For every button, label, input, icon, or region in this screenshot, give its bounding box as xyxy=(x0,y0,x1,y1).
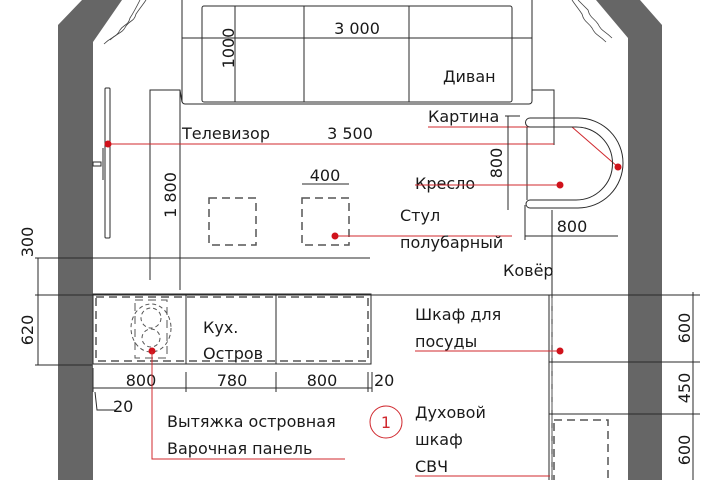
bar-stool-1 xyxy=(208,197,257,246)
tv-label: Телевизор xyxy=(181,124,270,143)
gap-300-dim: 300 xyxy=(18,227,37,258)
island-seg2-dim: 780 xyxy=(217,371,248,390)
wall-right xyxy=(596,0,662,480)
sofa-depth-dim: 1000 xyxy=(219,28,238,69)
picture-marker xyxy=(614,163,622,171)
curtain-right-icon xyxy=(571,0,613,43)
cabinet-2-dim: 450 xyxy=(675,373,694,404)
island-depth-dim: 620 xyxy=(18,315,37,346)
cooktop-icon xyxy=(130,299,172,359)
island-label-line2: Остров xyxy=(203,344,263,363)
callout-number: 1 xyxy=(381,413,391,432)
dish-cabinet-label-line2: посуды xyxy=(415,332,477,351)
stool-label-line1: Стул xyxy=(400,206,440,225)
stool-label-line2: полубарный xyxy=(400,233,503,252)
callout-circle xyxy=(369,405,403,439)
cabinet-3-dim: 600 xyxy=(675,435,694,466)
stool-width-dim: 400 xyxy=(310,166,341,185)
cooktop-label: Варочная панель xyxy=(167,439,312,458)
oven-label-line1: Духовой xyxy=(415,403,486,422)
bar-stool-2 xyxy=(301,197,350,246)
sofa xyxy=(181,0,533,105)
island-offset-right-dim: 20 xyxy=(374,371,394,390)
island-seg1-dim: 800 xyxy=(126,371,157,390)
dish-cabinet-label-line1: Шкаф для xyxy=(415,305,501,324)
tv-to-island-dim: 1 800 xyxy=(161,172,180,218)
hood-label: Вытяжка островная xyxy=(167,412,336,431)
sofa-width-dim: 3 000 xyxy=(334,19,380,38)
cabinet-column xyxy=(548,295,700,480)
armchair-label: Кресло xyxy=(415,174,475,193)
curtain-left-icon xyxy=(103,0,147,45)
stool-marker xyxy=(331,232,339,240)
rug-label: Ковёр xyxy=(503,261,554,280)
armchair xyxy=(525,117,624,209)
tv-icon xyxy=(92,87,111,239)
kitchen-island xyxy=(92,293,372,365)
picture-label: Картина xyxy=(428,107,499,126)
oven-label-line2: шкаф xyxy=(415,430,463,449)
dish-cabinet-marker xyxy=(556,347,564,355)
island-seg3-dim: 800 xyxy=(307,371,338,390)
armchair-depth-dim: 800 xyxy=(487,148,506,179)
cabinet-1-dim: 600 xyxy=(675,313,694,344)
island-label-line1: Кух. xyxy=(203,318,238,337)
wall-left xyxy=(58,0,122,480)
armchair-width-dim: 800 xyxy=(557,217,588,236)
island-offset-left-dim: 20 xyxy=(113,397,133,416)
armchair-marker xyxy=(556,181,564,189)
oven-label-line3: СВЧ xyxy=(415,457,448,476)
sofa-label: Диван xyxy=(443,67,496,86)
tv-to-sofa-dim: 3 500 xyxy=(327,124,373,143)
tv-marker xyxy=(104,140,112,148)
